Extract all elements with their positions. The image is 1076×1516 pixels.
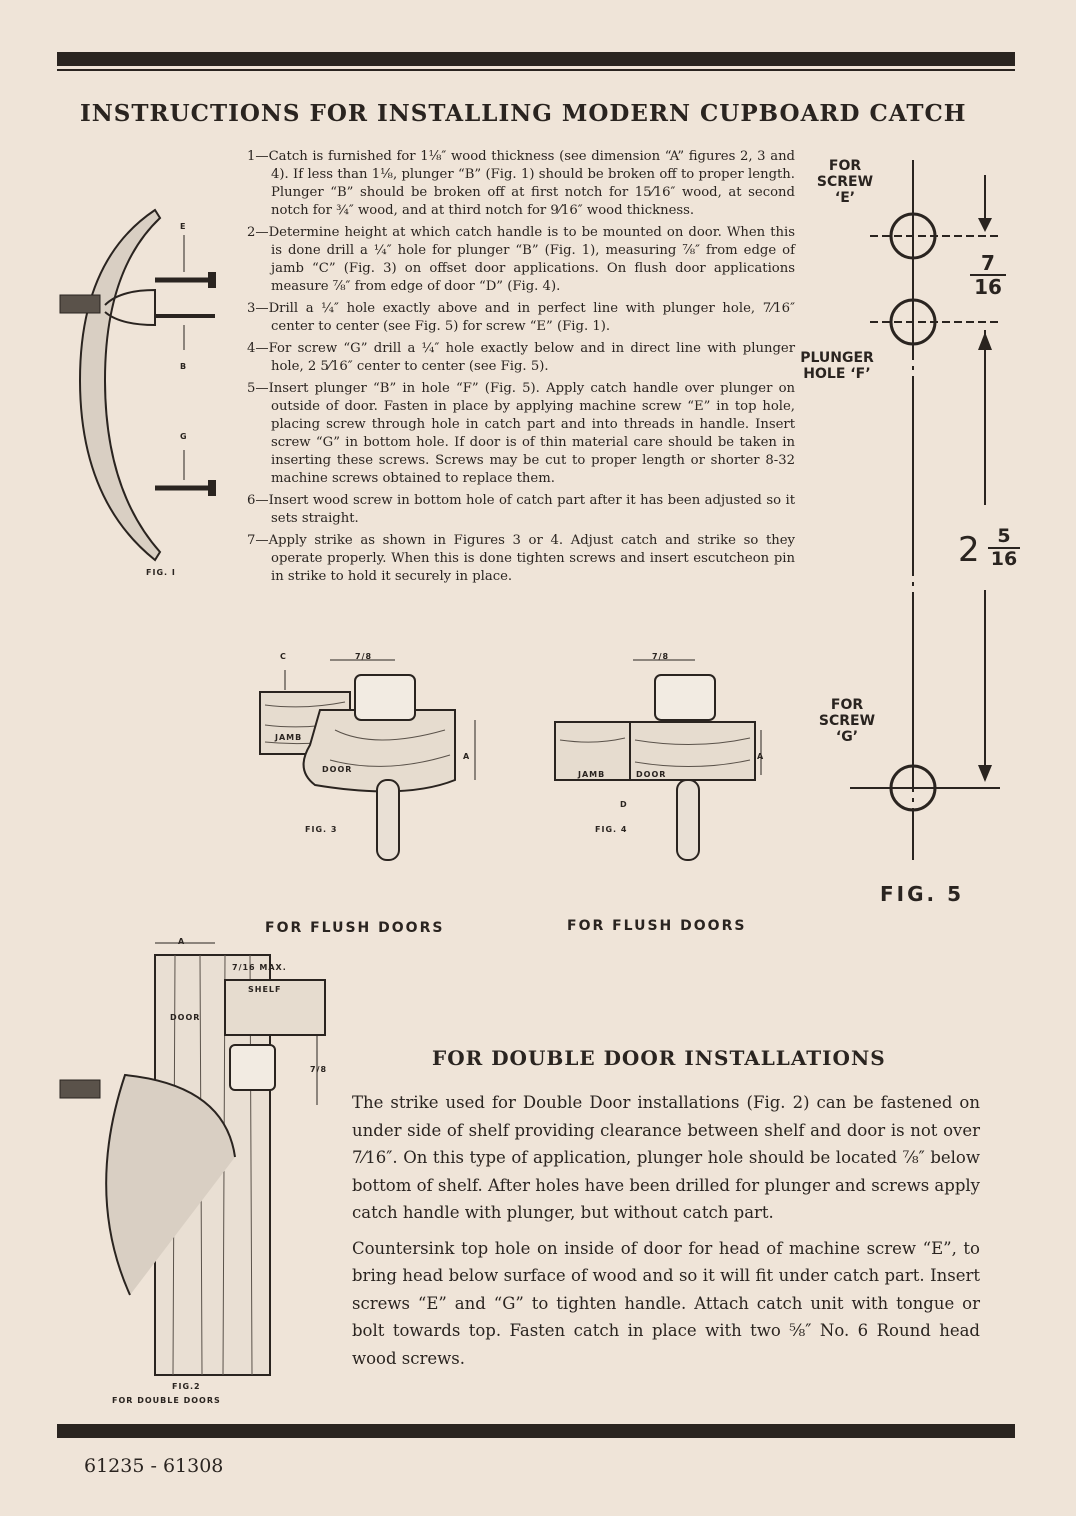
fig5-screw-e-label: FOR SCREW ‘E’ [816, 158, 874, 206]
instruction-steps: 1—Catch is furnished for 1⅛″ wood thickn… [247, 148, 795, 590]
fig3-label-a: A [463, 752, 471, 761]
double-door-paragraph-1: The strike used for Double Door installa… [352, 1093, 980, 1222]
fig2-label-a: A [178, 937, 186, 946]
double-door-heading: FOR DOUBLE DOOR INSTALLATIONS [432, 1046, 886, 1070]
fig1-label-e: E [180, 222, 187, 231]
fraction-numerator: 7 [970, 252, 1006, 276]
step-3: 3—Drill a ¼″ hole exactly above and in p… [247, 301, 795, 334]
fig5-screw-g-label: FOR SCREW ‘G’ [818, 697, 876, 745]
fig4-drawing [554, 659, 762, 861]
fig3-label-c: C [280, 652, 287, 661]
fig3-dim: 7/8 [355, 652, 373, 661]
part-numbers: 61235 - 61308 [84, 1455, 224, 1477]
fraction-denominator: 16 [990, 548, 1018, 570]
fig3-caption: FIG. 3 [305, 825, 338, 834]
step-7: 7—Apply strike as shown in Figures 3 or … [247, 533, 795, 584]
fraction-whole: 2 [958, 530, 980, 570]
double-door-text: The strike used for Double Door installa… [352, 1089, 980, 1380]
fig4-caption: FIG. 4 [595, 825, 628, 834]
fig4-label-d: D [620, 800, 628, 809]
fraction-denominator: 16 [974, 275, 1002, 299]
fig3-drawing [259, 659, 476, 861]
page-title: INSTRUCTIONS FOR INSTALLING MODERN CUPBO… [80, 100, 967, 127]
fig4-label-jamb: JAMB [578, 770, 606, 779]
fig1-label-g: G [180, 432, 188, 441]
fig4-label: FOR FLUSH DOORS [567, 918, 747, 934]
fig1-caption: FIG. I [146, 568, 176, 577]
fig1-label-b: B [180, 362, 188, 371]
fig5-caption: FIG. 5 [880, 882, 964, 906]
fig4-dim: 7/8 [652, 652, 670, 661]
fig1-handle-drawing [59, 208, 216, 562]
fraction-numerator: 5 [988, 526, 1020, 549]
top-rule [57, 52, 1015, 66]
fig2-drawing [59, 942, 326, 1376]
fig2-dim: 7/8 [310, 1065, 328, 1074]
fig2-caption: FIG.2 [172, 1382, 201, 1391]
fig2-label: FOR DOUBLE DOORS [112, 1396, 221, 1405]
top-rule-thin [57, 69, 1015, 71]
step-5: 5—Insert plunger “B” in hole “F” (Fig. 5… [247, 381, 795, 486]
fig5-hole-diagram [850, 160, 1000, 860]
fig2-label-door: DOOR [170, 1013, 201, 1022]
fig2-label-max: 7/16 MAX. [232, 963, 287, 972]
fig4-label-a: A [757, 752, 765, 761]
fig5-plunger-label: PLUNGER HOLE ‘F’ [800, 350, 874, 382]
step-2: 2—Determine height at which catch handle… [247, 225, 795, 294]
fig3-label-jamb: JAMB [275, 733, 303, 742]
fig2-label-shelf: SHELF [248, 985, 282, 994]
fig3-label-door: DOOR [322, 765, 353, 774]
double-door-paragraph-2: Countersink top hole on inside of door f… [352, 1238, 980, 1368]
fig4-label-door: DOOR [636, 770, 667, 779]
step-4: 4—For screw “G” drill a ¼″ hole exactly … [247, 341, 795, 374]
step-6: 6—Insert wood screw in bottom hole of ca… [247, 493, 795, 526]
step-1: 1—Catch is furnished for 1⅛″ wood thickn… [247, 149, 795, 218]
bottom-rule [57, 1424, 1015, 1438]
fig3-label: FOR FLUSH DOORS [265, 920, 445, 936]
